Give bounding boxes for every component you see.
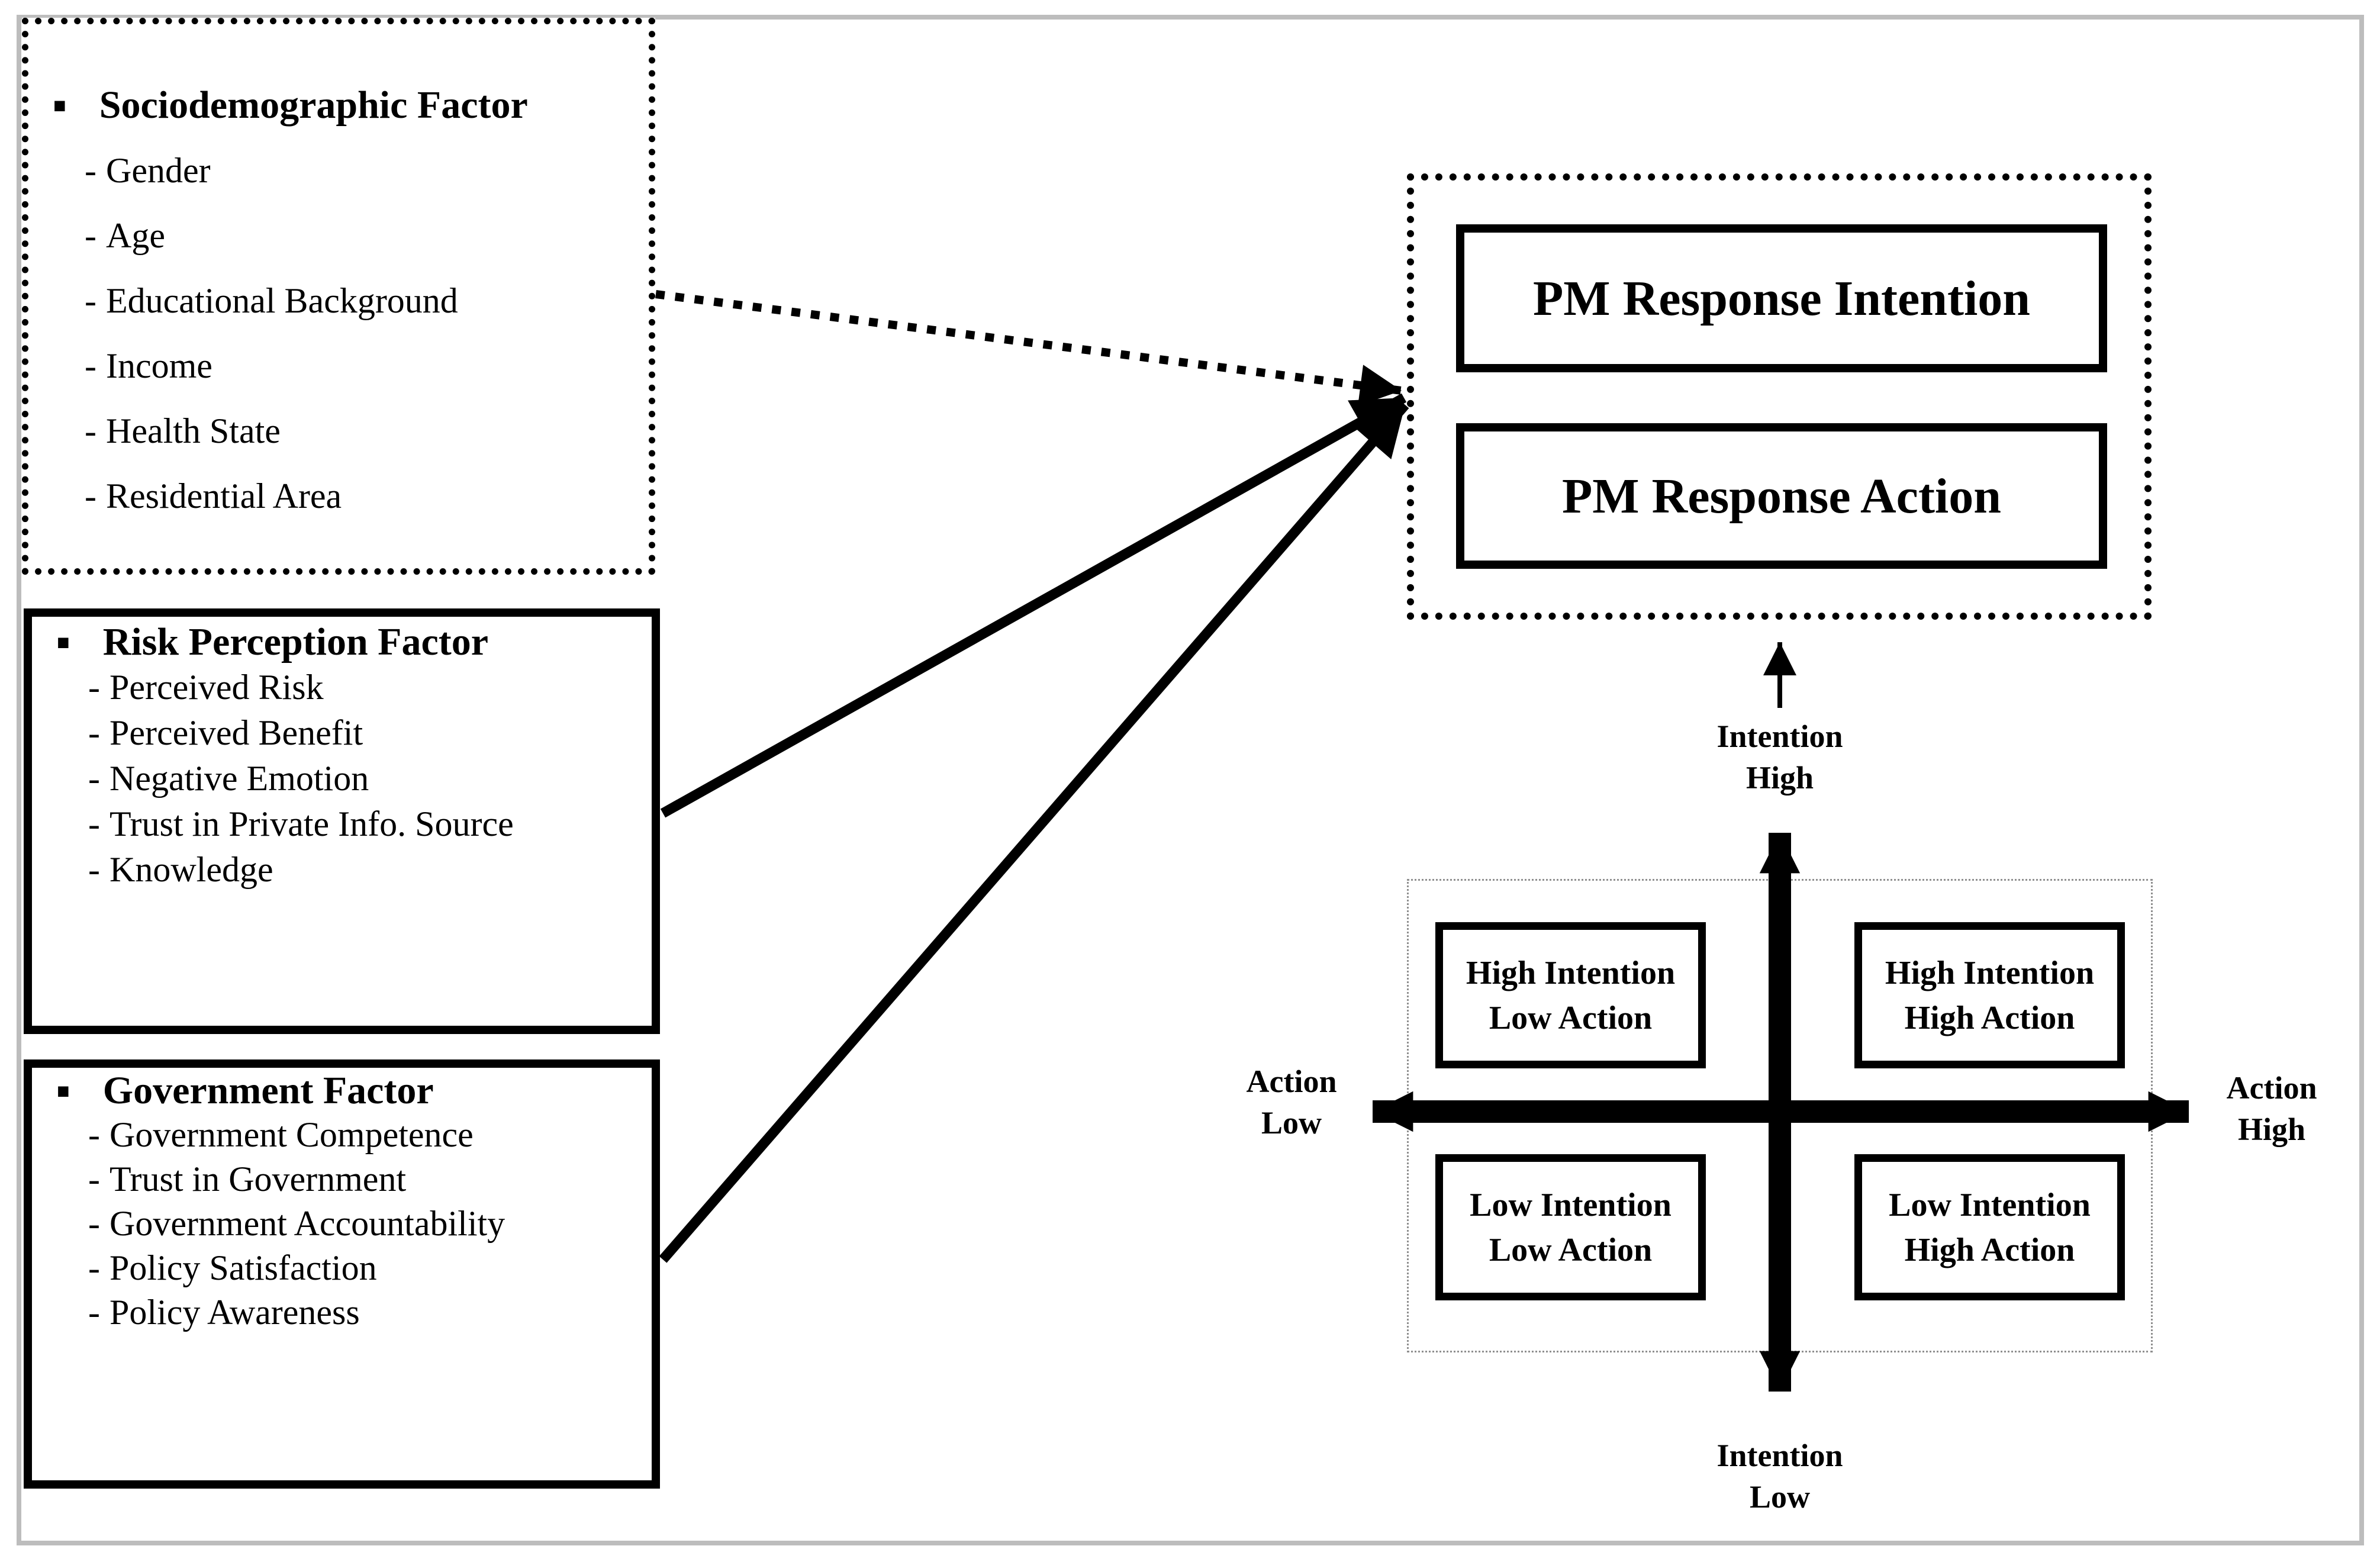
- list-item: -Perceived Risk: [32, 665, 652, 710]
- item-dash: -: [88, 1115, 100, 1154]
- cell-line: Low Action: [1489, 999, 1653, 1036]
- quadrant-cell-high-intention-high-action: High Intention High Action: [1854, 922, 2125, 1068]
- panel-title: Government Factor: [102, 1069, 434, 1112]
- list-item: -Government Competence: [32, 1113, 652, 1157]
- cell-line: Low Intention: [1889, 1186, 2091, 1223]
- item-label: Income: [105, 346, 212, 385]
- item-label: Trust in Private Info. Source: [109, 804, 514, 843]
- item-dash: -: [85, 411, 96, 450]
- panel-sociodemographic-factor: ■ Sociodemographic Factor -Gender -Age -…: [22, 18, 655, 575]
- item-dash: -: [88, 668, 100, 707]
- item-dash: -: [88, 713, 100, 752]
- item-label: Knowledge: [109, 850, 273, 889]
- square-bullet-icon: ■: [57, 630, 70, 654]
- pm-response-action-label: PM Response Action: [1562, 468, 2001, 524]
- square-bullet-icon: ■: [57, 1078, 70, 1103]
- item-label: Age: [105, 216, 165, 255]
- list-item: -Negative Emotion: [32, 756, 652, 801]
- item-label: Perceived Benefit: [109, 713, 363, 752]
- list-item: -Gender: [28, 138, 649, 203]
- cell-line: High Intention: [1466, 954, 1676, 991]
- item-dash: -: [85, 476, 96, 516]
- list-item: -Health State: [28, 398, 649, 463]
- item-dash: -: [88, 1293, 100, 1332]
- item-dash: -: [88, 759, 100, 798]
- pm-response-intention-box: PM Response Intention: [1456, 224, 2107, 372]
- item-dash: -: [85, 151, 96, 190]
- axis-line: Low: [1749, 1479, 1810, 1515]
- list-item: -Trust in Private Info. Source: [32, 801, 652, 847]
- list-item: -Policy Satisfaction: [32, 1246, 652, 1290]
- panel-risk-perception-factor: ■ Risk Perception Factor -Perceived Risk…: [24, 608, 660, 1034]
- panel-rows: ■ Sociodemographic Factor -Gender -Age -…: [28, 24, 649, 529]
- axis-label-action-low: Action Low: [1173, 1061, 1410, 1144]
- panel-rows: ■ Government Factor -Government Competen…: [32, 1068, 652, 1335]
- axis-label-intention-high: Intention High: [1661, 716, 1898, 798]
- quadrant-cell-high-intention-low-action: High Intention Low Action: [1435, 922, 1706, 1068]
- cell-line: Low Intention: [1470, 1186, 1672, 1223]
- list-item: -Policy Awareness: [32, 1290, 652, 1335]
- cell-line: High Intention: [1885, 954, 2095, 991]
- item-dash: -: [85, 281, 96, 320]
- list-item: -Government Accountability: [32, 1202, 652, 1246]
- list-item: -Educational Background: [28, 268, 649, 333]
- item-label: Trust in Government: [109, 1160, 407, 1199]
- list-item: -Income: [28, 333, 649, 398]
- quadrant-cell-low-intention-low-action: Low Intention Low Action: [1435, 1154, 1706, 1300]
- panel-title: Sociodemographic Factor: [99, 83, 528, 127]
- axis-line: Intention: [1716, 719, 1843, 754]
- item-dash: -: [88, 1248, 100, 1287]
- panel-heading: ■ Government Factor: [32, 1068, 652, 1113]
- item-dash: -: [88, 1160, 100, 1199]
- panel-rows: ■ Risk Perception Factor -Perceived Risk…: [32, 617, 652, 893]
- panel-heading: ■ Sociodemographic Factor: [28, 73, 649, 138]
- list-item: -Age: [28, 203, 649, 268]
- axis-line: Action: [2226, 1070, 2317, 1106]
- axis-line: Action: [1246, 1064, 1337, 1099]
- item-label: Policy Awareness: [109, 1293, 360, 1332]
- axis-label-action-high: Action High: [2153, 1067, 2380, 1150]
- item-label: Health State: [105, 411, 281, 450]
- list-item: -Trust in Government: [32, 1157, 652, 1202]
- item-dash: -: [88, 1204, 100, 1243]
- list-item: -Perceived Benefit: [32, 710, 652, 756]
- item-label: Residential Area: [105, 476, 342, 516]
- item-label: Policy Satisfaction: [109, 1248, 377, 1287]
- axis-line: Intention: [1716, 1438, 1843, 1473]
- item-dash: -: [88, 804, 100, 843]
- cell-line: High Action: [1904, 1231, 2075, 1268]
- axis-line: High: [2237, 1112, 2306, 1147]
- item-label: Educational Background: [105, 281, 458, 320]
- item-label: Negative Emotion: [109, 759, 369, 798]
- square-bullet-icon: ■: [53, 94, 66, 117]
- pm-response-action-box: PM Response Action: [1456, 423, 2107, 569]
- cell-line: Low Action: [1489, 1231, 1653, 1268]
- panel-title: Risk Perception Factor: [102, 620, 489, 664]
- figure-outer-frame: [17, 15, 2364, 1545]
- pm-response-intention-label: PM Response Intention: [1532, 270, 2031, 326]
- item-label: Perceived Risk: [109, 668, 324, 707]
- item-label: Government Accountability: [109, 1204, 505, 1243]
- item-dash: -: [85, 216, 96, 255]
- item-dash: -: [85, 346, 96, 385]
- panel-heading: ■ Risk Perception Factor: [32, 619, 652, 665]
- item-label: Gender: [105, 151, 211, 190]
- axis-line: High: [1745, 760, 1814, 796]
- list-item: -Knowledge: [32, 847, 652, 893]
- axis-label-intention-low: Intention Low: [1661, 1435, 1898, 1518]
- axis-line: Low: [1261, 1105, 1322, 1141]
- item-dash: -: [88, 850, 100, 889]
- panel-government-factor: ■ Government Factor -Government Competen…: [24, 1059, 660, 1489]
- list-item: -Residential Area: [28, 463, 649, 529]
- cell-line: High Action: [1904, 999, 2075, 1036]
- quadrant-cell-low-intention-high-action: Low Intention High Action: [1854, 1154, 2125, 1300]
- item-label: Government Competence: [109, 1115, 474, 1154]
